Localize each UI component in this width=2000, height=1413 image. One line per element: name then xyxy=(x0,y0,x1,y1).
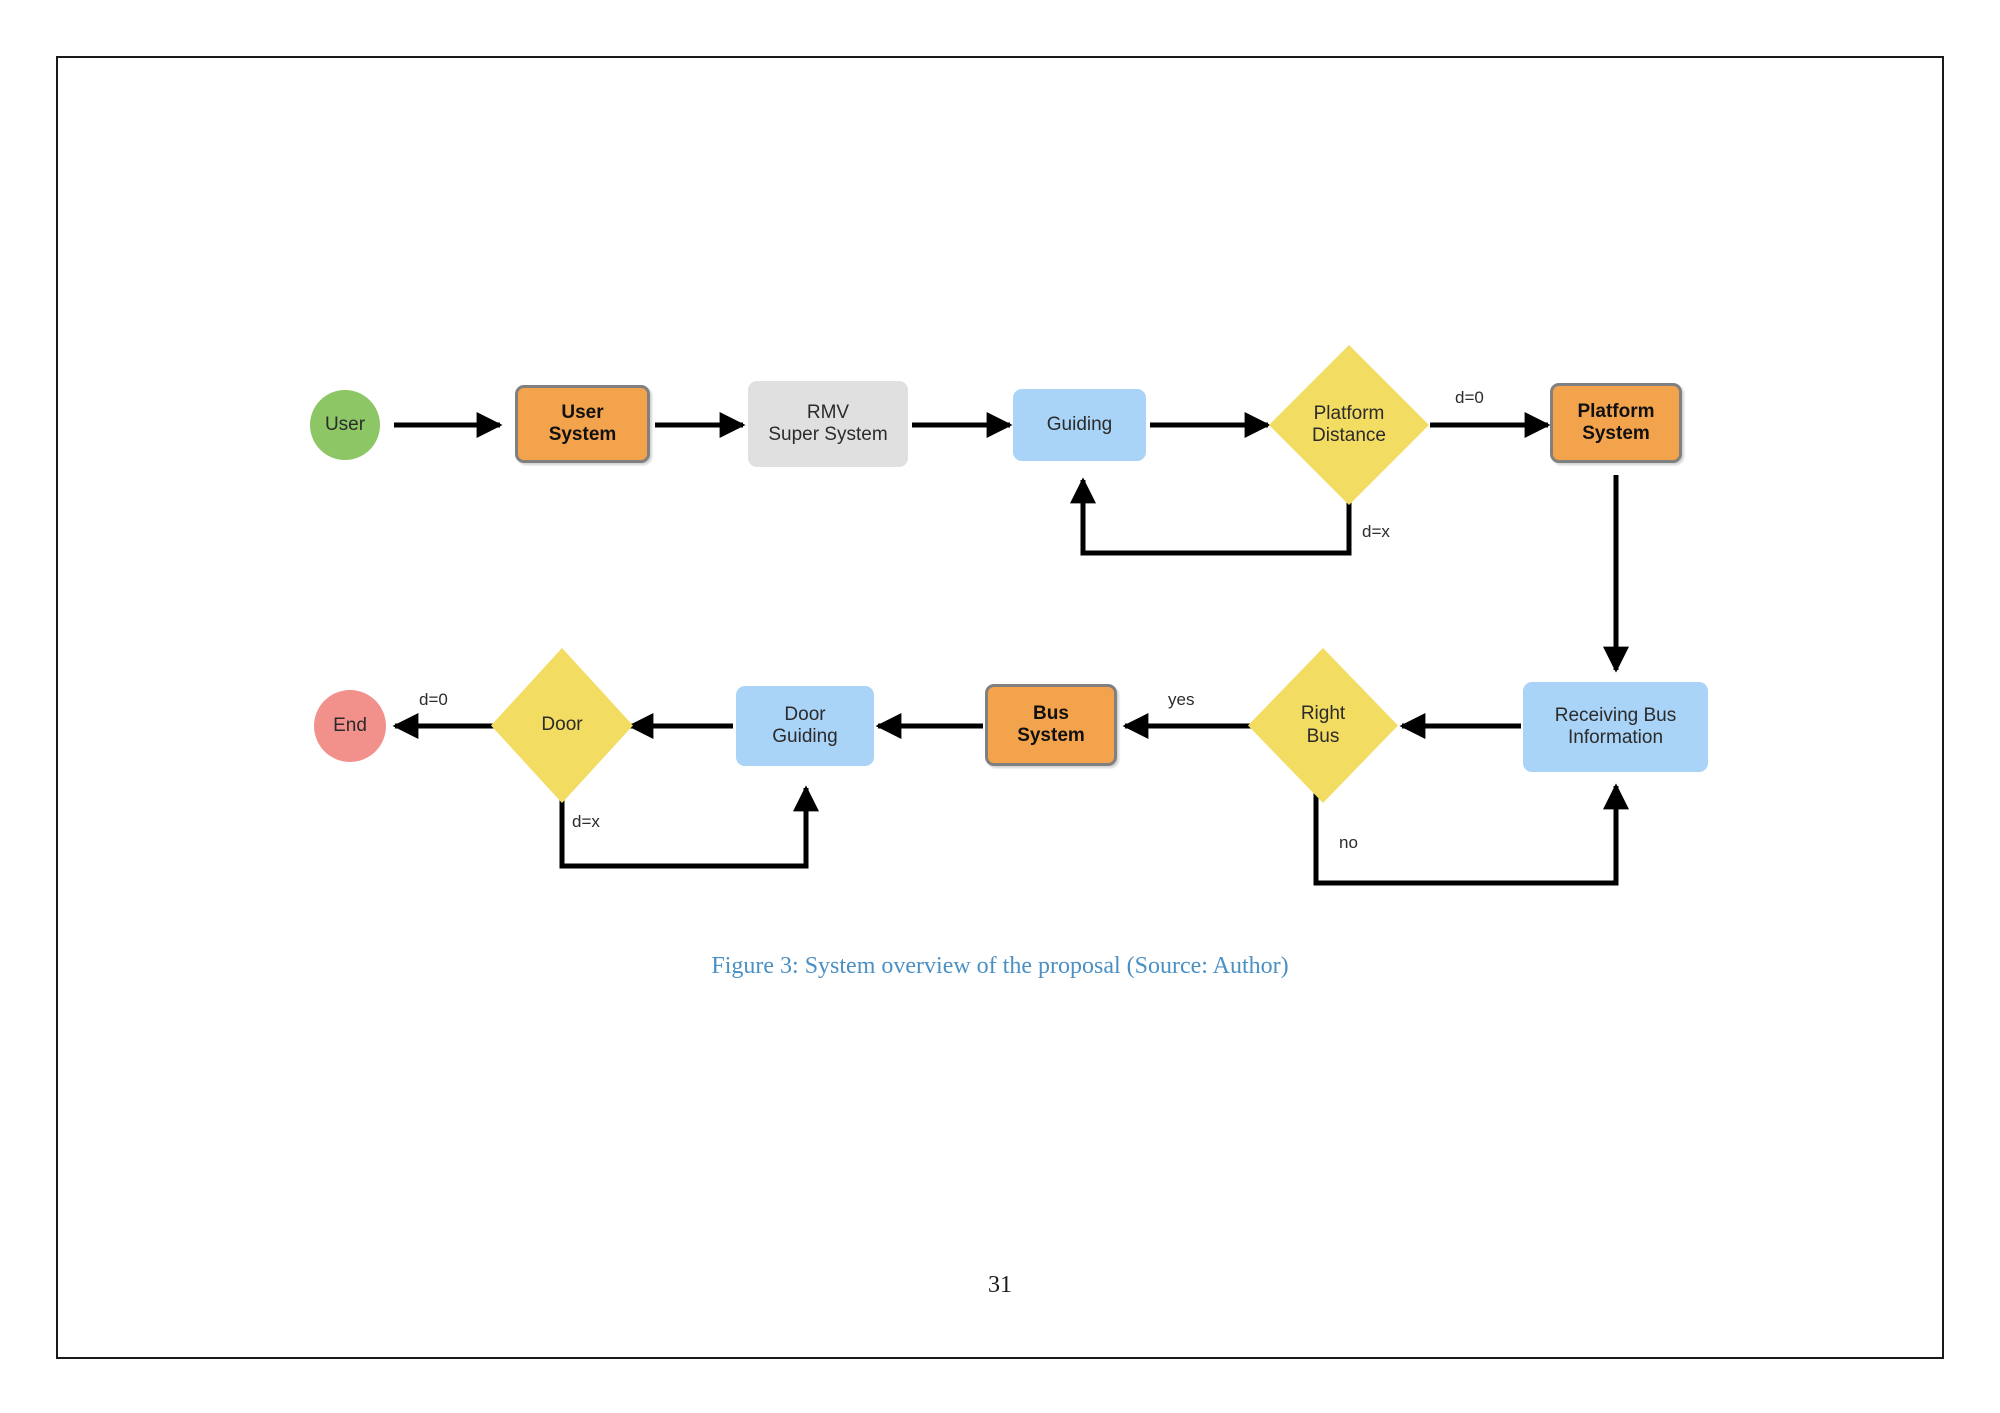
node-receiving-bus-information[interactable]: Receiving Bus Information xyxy=(1523,682,1708,772)
node-door-label: Door xyxy=(541,714,583,736)
node-door-guiding[interactable]: Door Guiding xyxy=(736,686,874,766)
figure-caption: Figure 3: System overview of the proposa… xyxy=(711,953,1289,979)
node-rmv-super-system[interactable]: RMV Super System xyxy=(748,381,908,467)
diamond-shape xyxy=(1248,648,1398,803)
edge-right-bus-loop-to-receiving-bus xyxy=(1313,783,1629,886)
edge-label-door-dx: d=x xyxy=(572,812,600,831)
edge-label-platform-dx: d=x xyxy=(1362,522,1390,541)
node-user-system[interactable]: User System xyxy=(515,385,650,463)
node-door-guiding-label: Door Guiding xyxy=(772,703,838,747)
node-right-bus-label: Right Bus xyxy=(1300,703,1346,747)
node-platform-system-label: Platform System xyxy=(1577,400,1655,444)
node-rmv-super-system-label: RMV Super System xyxy=(768,401,888,445)
node-bus-system-label: Bus System xyxy=(1017,702,1085,746)
node-platform-distance[interactable]: Platform Distance xyxy=(1269,345,1429,505)
page-number: 31 xyxy=(988,1272,1012,1298)
node-guiding[interactable]: Guiding xyxy=(1013,389,1146,461)
edge-platform-distance-loop-to-guiding xyxy=(1070,477,1352,556)
node-end[interactable]: End xyxy=(314,690,386,762)
node-bus-system[interactable]: Bus System xyxy=(985,684,1117,766)
diamond-shape xyxy=(491,648,633,803)
node-end-label: End xyxy=(333,714,367,736)
edge-label-platform-d0: d=0 xyxy=(1455,388,1484,407)
node-receiving-bus-information-label: Receiving Bus Information xyxy=(1554,704,1677,748)
node-right-bus[interactable]: Right Bus xyxy=(1248,648,1398,803)
node-user[interactable]: User xyxy=(310,390,380,460)
node-platform-distance-label: Platform Distance xyxy=(1312,402,1386,446)
node-user-label: User xyxy=(324,413,366,435)
node-user-system-label: User System xyxy=(548,401,617,445)
node-door[interactable]: Door xyxy=(491,648,633,803)
edge-label-right-bus-no: no xyxy=(1339,833,1358,852)
edge-label-right-bus-yes: yes xyxy=(1168,690,1195,709)
node-guiding-label: Guiding xyxy=(1046,413,1113,435)
diamond-shape xyxy=(1269,345,1429,505)
edge-label-door-d0: d=0 xyxy=(419,690,448,709)
node-platform-system[interactable]: Platform System xyxy=(1550,383,1682,463)
edge-door-loop-to-door-guiding xyxy=(559,785,819,869)
